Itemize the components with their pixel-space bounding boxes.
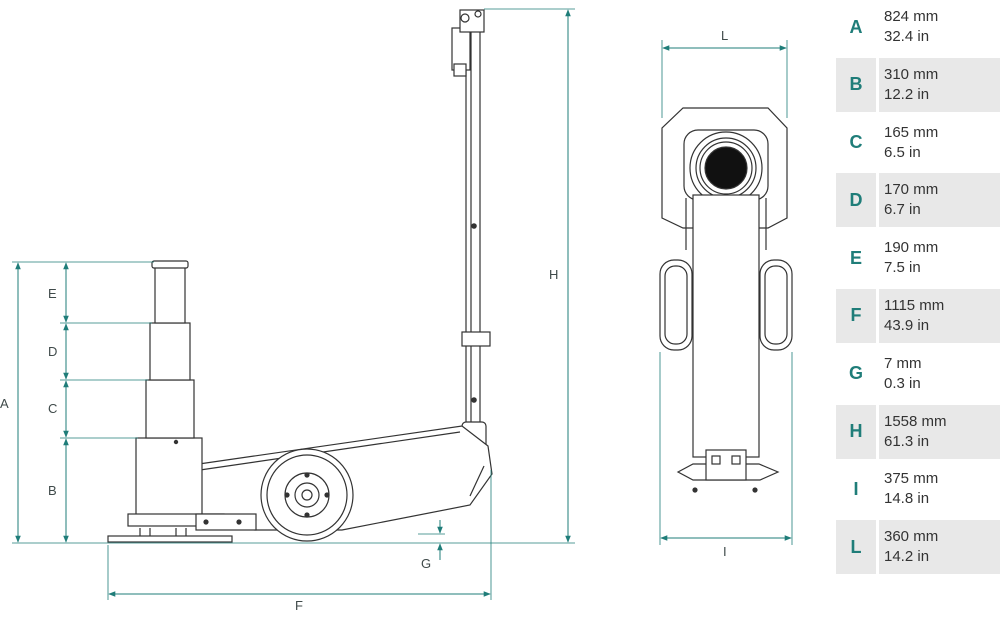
spec-row-c: C 165 mm 6.5 in <box>836 116 1000 170</box>
spec-in: 32.4 in <box>884 28 930 45</box>
spec-mm: 310 mm <box>884 65 939 83</box>
spec-in: 7.5 in <box>884 259 921 277</box>
spec-letter: H <box>836 404 876 459</box>
spec-row-l: L 360 mm 14.2 in <box>836 520 1000 575</box>
spec-mm: 7 mm <box>884 354 922 372</box>
top-dimension-lines <box>659 40 793 545</box>
spec-values: 1115 mm 43.9 in <box>879 288 1000 343</box>
label-E: E <box>48 286 57 301</box>
spec-row-h: H 1558 mm 61.3 in <box>836 404 1000 459</box>
spec-in: 61.3 in <box>884 432 930 450</box>
spec-values: 824 mm 32.4 in <box>879 0 1000 54</box>
spec-in: 12.2 in <box>884 85 930 103</box>
spec-letter: I <box>853 478 859 499</box>
spec-letter: G <box>848 363 863 384</box>
spec-letter: B <box>836 57 876 112</box>
left-wheel <box>659 259 693 351</box>
spec-row-e: E 190 mm 7.5 in <box>836 231 1000 285</box>
spec-mm: 375 mm <box>884 470 939 488</box>
side-dimension-lines <box>12 8 575 600</box>
handle <box>451 9 491 473</box>
spec-row-i: I 375 mm 14.8 in <box>836 462 1000 516</box>
spec-row-g: G 7 mm 0.3 in <box>836 347 1000 401</box>
spec-values: 190 mm 7.5 in <box>879 231 1000 285</box>
spec-values: 170 mm 6.7 in <box>879 173 1000 228</box>
spec-values: 360 mm 14.2 in <box>879 520 1000 575</box>
spec-mm: 165 mm <box>884 123 939 141</box>
spec-in: 6.7 in <box>884 201 921 219</box>
spec-mm: 1115 mm <box>884 296 945 314</box>
spec-letter: A <box>849 16 863 37</box>
spec-in: 0.3 in <box>884 374 921 392</box>
spec-letter: E <box>849 247 862 268</box>
label-F: F <box>295 598 303 613</box>
side-dimension-letters: A E D C B H G F <box>0 267 558 613</box>
right-wheel <box>759 259 793 351</box>
spec-mm: 170 mm <box>884 181 939 199</box>
label-D: D <box>48 344 57 359</box>
spec-mm: 360 mm <box>884 528 939 546</box>
dimensions-table: A 824 mm 32.4 in B 310 mm 12.2 in C 165 … <box>836 0 1000 578</box>
spec-in: 14.8 in <box>884 490 930 508</box>
spec-row-d: D 170 mm 6.7 in <box>836 173 1000 228</box>
label-G: G <box>421 556 431 571</box>
spec-letter: L <box>836 520 876 575</box>
label-H: H <box>549 267 558 282</box>
spec-values: 1558 mm 61.3 in <box>879 404 1000 459</box>
spec-values: 310 mm 12.2 in <box>879 57 1000 112</box>
jack-side-view <box>107 9 493 543</box>
cylinder-top <box>704 146 748 190</box>
spec-mm: 1558 mm <box>884 412 947 430</box>
spec-values: 165 mm 6.5 in <box>879 116 1000 170</box>
telescopic-cylinder <box>107 260 257 543</box>
spec-row-f: F 1115 mm 43.9 in <box>836 288 1000 343</box>
spec-in: 43.9 in <box>884 316 930 334</box>
spec-mm: 190 mm <box>884 239 939 257</box>
chassis <box>692 194 760 458</box>
jack-technical-drawing: A E D C B H G F <box>0 8 793 613</box>
spec-in: 14.2 in <box>884 548 930 566</box>
spec-mm: 824 mm <box>884 8 939 25</box>
spec-values: 7 mm 0.3 in <box>879 347 1000 401</box>
spec-letter: C <box>849 132 863 153</box>
rear-wheel <box>260 448 354 542</box>
spec-letter: D <box>836 173 876 228</box>
label-C: C <box>48 401 57 416</box>
label-I: I <box>723 544 727 559</box>
spec-letter: F <box>836 288 876 343</box>
label-A: A <box>0 396 9 411</box>
label-B: B <box>48 483 57 498</box>
spec-in: 6.5 in <box>884 143 921 161</box>
label-L: L <box>721 28 728 43</box>
spec-row-a: A 824 mm 32.4 in <box>836 0 1000 54</box>
jack-top-view <box>659 107 793 493</box>
spec-row-b: B 310 mm 12.2 in <box>836 57 1000 112</box>
spec-values: 375 mm 14.8 in <box>879 462 1000 516</box>
